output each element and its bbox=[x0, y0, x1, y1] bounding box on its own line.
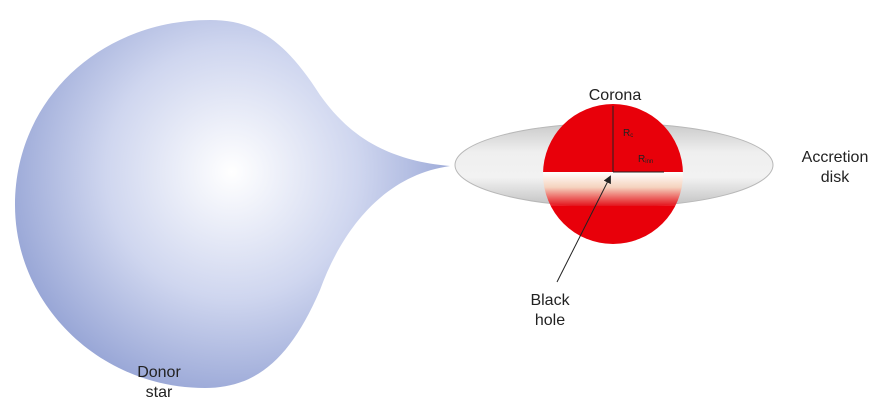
donor-star-label-line2: star bbox=[145, 384, 173, 401]
corona-label: Corona bbox=[580, 86, 650, 106]
accretion-disk-label-line1: Accretion bbox=[801, 149, 869, 166]
accretion-disk-label: Accretion disk bbox=[790, 148, 880, 188]
black-hole-label: Black hole bbox=[515, 291, 585, 331]
accretion-disk-label-line2: disk bbox=[820, 169, 850, 186]
donor-star bbox=[15, 20, 450, 388]
black-hole-arrow bbox=[556, 175, 611, 283]
corona-label-text: Corona bbox=[588, 87, 642, 104]
rinn-main: R bbox=[638, 154, 646, 165]
rinn-sub: inn bbox=[645, 159, 654, 165]
rc-main: R bbox=[623, 128, 631, 139]
rc-sub: c bbox=[630, 133, 634, 139]
donor-star-label: Donor star bbox=[124, 363, 194, 403]
inner-radius-label: Rinn bbox=[638, 154, 653, 168]
black-hole-label-line1: Black bbox=[530, 292, 570, 309]
corona-radius-label: Rc bbox=[623, 128, 633, 142]
donor-star-label-line1: Donor bbox=[137, 364, 181, 381]
black-hole-label-line2: hole bbox=[534, 312, 566, 329]
